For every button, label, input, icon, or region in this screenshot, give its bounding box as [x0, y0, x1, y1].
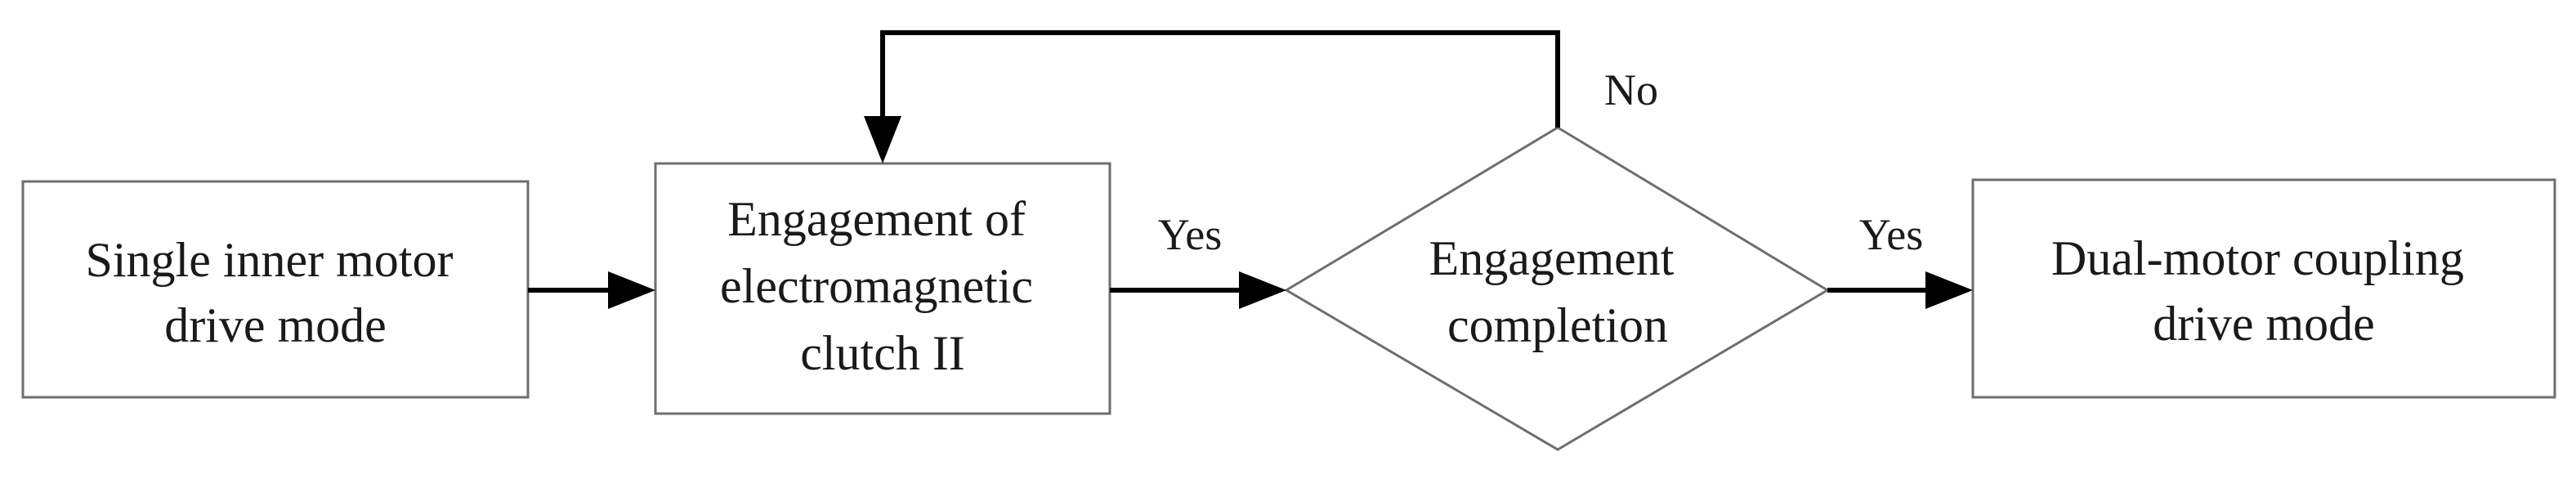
node-single-motor-box — [21, 180, 530, 399]
node-dual-motor-label: Dual-motor coupling drive mode — [2051, 231, 2476, 351]
decision-label: Engagement completion — [1429, 231, 1687, 352]
decision-line-2: completion — [1447, 298, 1668, 352]
node-clutch-line-1: Engagement of — [727, 192, 1026, 246]
decision-line-1: Engagement — [1429, 231, 1675, 285]
node-single-motor-mode: Single inner motor drive mode — [21, 180, 530, 399]
node-clutch-engagement: Engagement of electromagnetic clutch II — [654, 162, 1111, 415]
edge-decision-loop-back-arrowhead — [864, 116, 901, 163]
edge-single-to-clutch — [528, 271, 655, 309]
edge-clutch-to-decision-label: Yes — [1158, 210, 1223, 259]
node-clutch-label: Engagement of electromagnetic clutch II — [720, 192, 1045, 380]
node-dual-motor-mode: Dual-motor coupling drive mode — [1971, 178, 2556, 399]
node-dual-motor-box — [1971, 178, 2556, 399]
edge-clutch-to-decision-arrowhead — [1239, 271, 1286, 309]
node-single-motor-line-1: Single inner motor — [86, 233, 454, 287]
edge-decision-loop-back-label: No — [1604, 65, 1658, 114]
node-engagement-completion: Engagement completion — [1284, 126, 1830, 451]
edge-decision-to-dual-arrowhead — [1925, 271, 1973, 309]
node-clutch-line-3: clutch II — [800, 326, 965, 380]
decision-diamond — [1284, 126, 1830, 451]
node-dual-motor-line-1: Dual-motor coupling — [2051, 231, 2464, 285]
edge-decision-to-dual-label: Yes — [1859, 210, 1924, 259]
node-single-motor-line-2: drive mode — [164, 298, 387, 352]
node-clutch-box — [654, 162, 1111, 415]
edge-decision-loop-back: No — [864, 30, 1658, 163]
node-clutch-line-2: electromagnetic — [720, 259, 1033, 313]
edge-decision-loop-back-line — [880, 30, 1560, 128]
node-single-motor-label: Single inner motor drive mode — [86, 233, 466, 352]
edge-clutch-to-decision: Yes — [1110, 210, 1286, 309]
node-dual-motor-line-2: drive mode — [2153, 297, 2375, 351]
edge-single-to-clutch-arrowhead — [608, 271, 655, 309]
edge-decision-to-dual: Yes — [1827, 210, 1973, 309]
